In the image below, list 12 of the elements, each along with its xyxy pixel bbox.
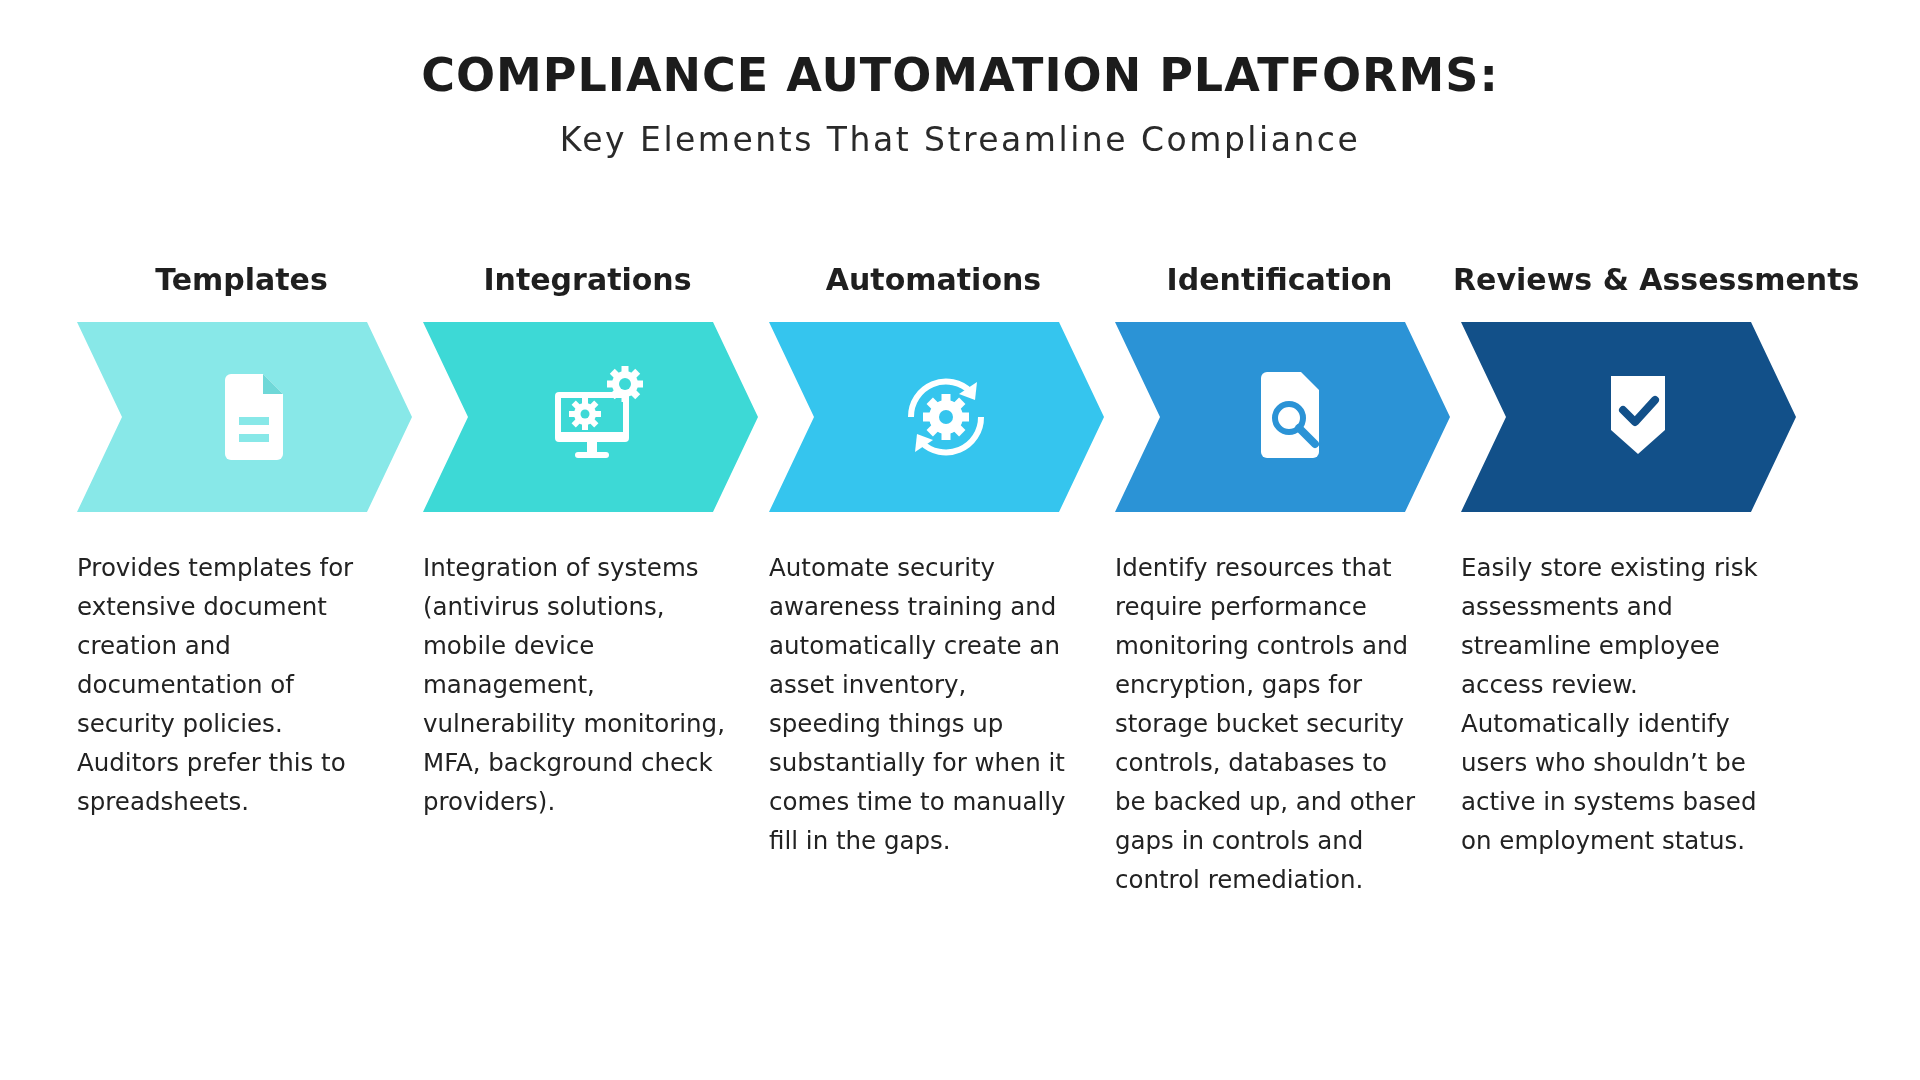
step-heading: Integrations — [483, 262, 692, 299]
step-heading: Identification — [1166, 262, 1393, 299]
step-heading: Templates — [155, 262, 328, 299]
title: COMPLIANCE AUTOMATION PLATFORMS: — [421, 48, 1499, 102]
step-description: Identify resources that require performance monitoring controls and encryption, gaps for storage bucket security controls, databases to be backed up, and other gaps in controls and control remediation. — [1115, 552, 1416, 896]
step-description: Provides templates for extensive document creation and documentation of security policies. Auditors prefer this to spreadsheets. — [77, 552, 355, 818]
step-heading: Reviews & Assessments — [1453, 262, 1860, 299]
subtitle: Key Elements That Streamline Compliance — [559, 120, 1361, 159]
step-heading: Automations — [825, 262, 1042, 299]
step-description: Easily store existing risk assessments and streamline employee access review. Automatically identify users who shouldn’t be active in systems based on employment status. — [1461, 552, 1759, 857]
step-description: Integration of systems (antivirus solutions, mobile device management, vulnerability monitoring, MFA, background check providers). — [423, 552, 726, 818]
step-description: Automate security awareness training and automatically create an asset inventory, speeding things up substantially for when it comes time to manually fill in the gaps. — [769, 552, 1067, 857]
